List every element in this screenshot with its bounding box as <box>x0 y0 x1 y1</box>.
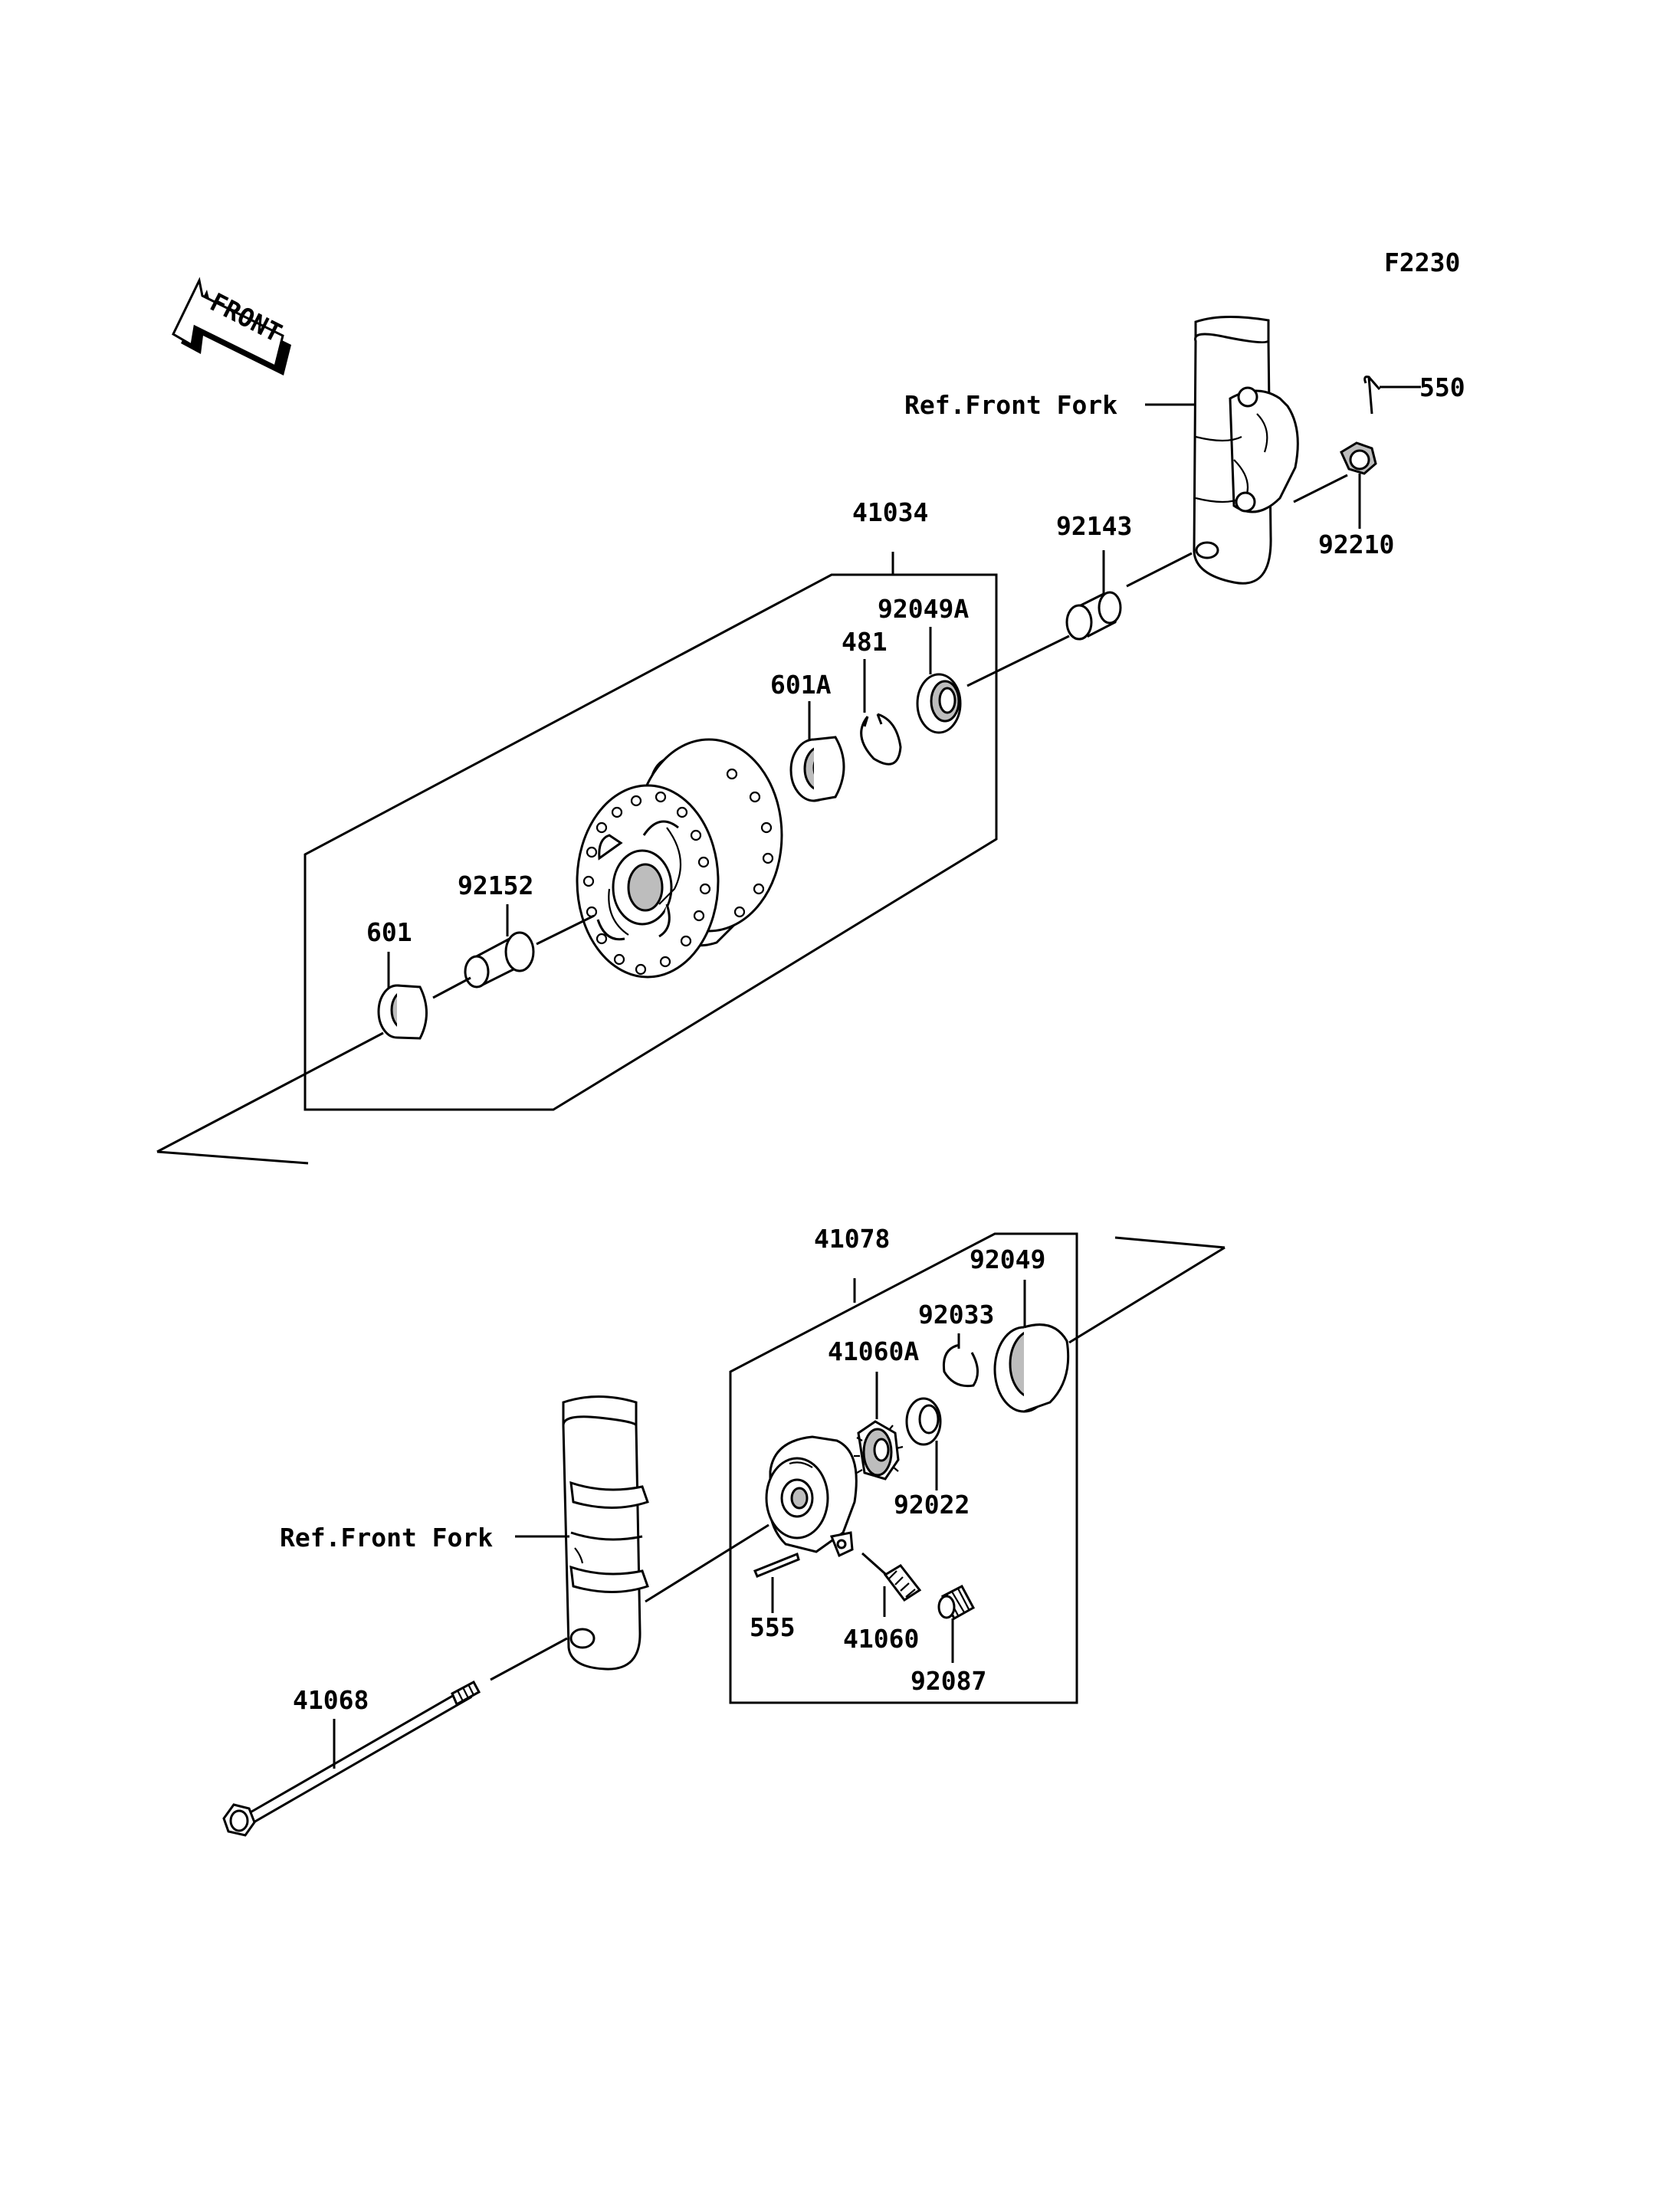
label-92033: 92033 <box>918 1300 994 1330</box>
circlip-92033 <box>942 1343 979 1388</box>
label-92152: 92152 <box>458 871 533 900</box>
oil-seal-92049 <box>993 1323 1070 1413</box>
label-41068: 41068 <box>293 1685 369 1715</box>
label-92049: 92049 <box>970 1244 1045 1274</box>
label-555: 555 <box>750 1612 796 1642</box>
front-hub-41034 <box>576 738 783 979</box>
front-fork-leg-bottom <box>562 1395 649 1671</box>
speedometer-gear-housing-41078 <box>765 1435 858 1558</box>
label-92049A: 92049A <box>878 594 969 624</box>
label-601: 601 <box>366 917 412 947</box>
bearing-601A <box>789 736 845 802</box>
label-601A: 601A <box>770 670 832 700</box>
collar-92152 <box>464 931 535 989</box>
label-92022: 92022 <box>894 1490 970 1520</box>
label-41060A: 41060A <box>828 1336 919 1366</box>
front-direction-arrow-icon: FRONT <box>172 277 291 375</box>
circlip-481 <box>860 713 902 766</box>
bushing-92087 <box>937 1584 976 1621</box>
figure-code: F2230 <box>1384 248 1460 277</box>
label-41060: 41060 <box>843 1624 919 1654</box>
label-92210: 92210 <box>1318 530 1394 559</box>
speedometer-pinion-41060 <box>861 1552 922 1602</box>
oil-seal-92049A <box>916 673 962 734</box>
label-92143: 92143 <box>1056 511 1132 541</box>
label-92087: 92087 <box>911 1666 986 1696</box>
washer-92022 <box>905 1397 942 1446</box>
ref-front-fork-top-label: Ref.Front Fork <box>904 390 1117 420</box>
label-41034: 41034 <box>852 497 928 527</box>
label-550: 550 <box>1419 372 1465 402</box>
label-41078: 41078 <box>814 1224 890 1254</box>
label-481: 481 <box>842 627 888 657</box>
bearing-601 <box>377 984 428 1040</box>
front-axle-41068 <box>222 1680 481 1837</box>
front-fork-leg-top <box>1193 316 1299 585</box>
collar-92143 <box>1065 591 1122 641</box>
cotter-pin-550 <box>1363 375 1381 415</box>
pin-555 <box>753 1552 800 1578</box>
ref-front-fork-bottom-label: Ref.Front Fork <box>280 1523 493 1553</box>
castle-nut-92210 <box>1340 441 1377 475</box>
speedometer-drive-gear-41060A <box>854 1420 904 1481</box>
